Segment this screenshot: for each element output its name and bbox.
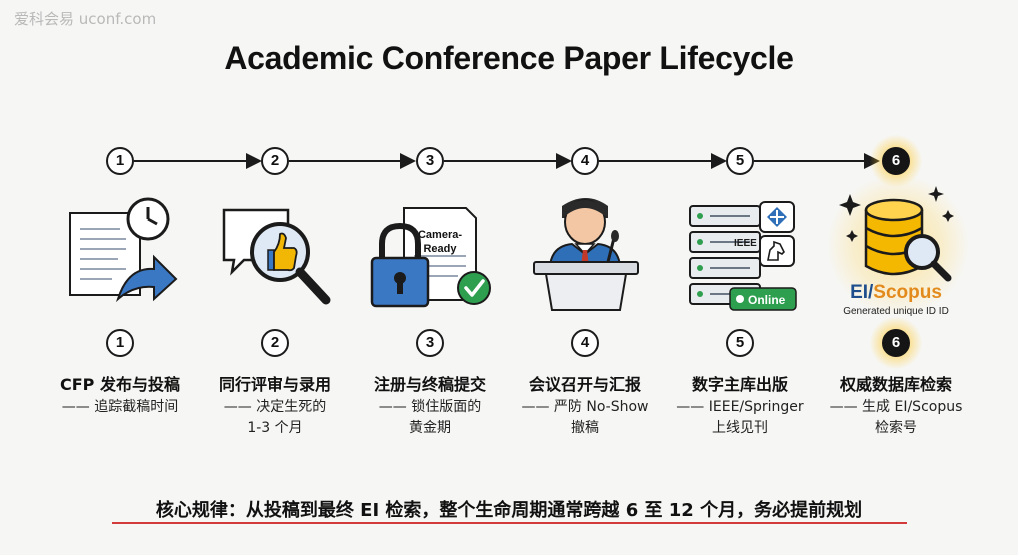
- step-1-title: CFP 发布与投稿: [60, 375, 180, 394]
- step-5-desc-line2: 上线见刊: [712, 420, 768, 436]
- step-5-title: 数字主库出版: [691, 375, 788, 394]
- step-6-marker-bottom: 6: [882, 329, 910, 357]
- step-2-desc: —— 决定生死的 1-3 个月: [190, 397, 360, 439]
- ei-logo-subtitle: Generated unique ID ID: [843, 306, 949, 317]
- step-3-desc-line1: —— 锁住版面的: [378, 399, 482, 415]
- document-clock-arrow-icon: [69, 197, 178, 303]
- step-2-desc-line1: —— 决定生死的: [223, 399, 327, 415]
- step-3-desc-line2: 黄金期: [409, 420, 451, 436]
- ei-logo-part2: Scopus: [873, 282, 942, 303]
- step-1-marker-top: 1: [106, 147, 134, 175]
- step-2-title: 同行评审与录用: [218, 375, 331, 394]
- step-3-marker-top: 3: [416, 147, 444, 175]
- online-badge-label: Online: [748, 293, 786, 307]
- step-6-desc: —— 生成 EI/Scopus 检索号: [811, 397, 981, 439]
- database-search-sparkle-icon: [839, 186, 954, 282]
- step-6-title: 权威数据库检索: [839, 375, 952, 394]
- step-6-desc-line2: 检索号: [875, 420, 917, 436]
- step-3-title: 注册与终稿提交: [373, 375, 486, 394]
- ei-logo-part1: EI/: [850, 282, 874, 303]
- camera-ready-label-1: Camera-: [418, 229, 462, 241]
- step-4-marker-top: 4: [571, 147, 599, 175]
- step-4-desc-line1: —— 严防 No-Show: [521, 399, 649, 415]
- step-5-desc: —— IEEE/Springer 上线见刊: [655, 397, 825, 439]
- step-4-desc-line2: 撤稿: [571, 420, 599, 436]
- watermark: 爱科会易 uconf.com: [14, 10, 157, 28]
- speaker-podium-icon: [533, 198, 639, 311]
- step-1-desc-line1: —— 追踪截稿时间: [61, 399, 179, 415]
- magnifier-thumbs-up-icon: [222, 208, 331, 305]
- step-4-marker-bottom: 4: [571, 329, 599, 357]
- lock-camera-ready-check-icon: Camera- Ready: [370, 207, 491, 308]
- step-5-desc-line1: —— IEEE/Springer: [676, 399, 804, 415]
- step-3-desc: —— 锁住版面的 黄金期: [345, 397, 515, 439]
- step-2-desc-line2: 1-3 个月: [247, 420, 303, 436]
- server-rack-online-icon: IEEE Online: [689, 201, 797, 311]
- step-4-desc: —— 严防 No-Show 撤稿: [500, 397, 670, 439]
- step-5-marker-bottom: 5: [726, 329, 754, 357]
- step-2-marker-bottom: 2: [261, 329, 289, 357]
- timeline-connector: [134, 153, 880, 169]
- step-3-marker-bottom: 3: [416, 329, 444, 357]
- step-5-marker-top: 5: [726, 147, 754, 175]
- camera-ready-label-2: Ready: [423, 243, 457, 255]
- step-1-desc: —— 追踪截稿时间: [35, 397, 205, 418]
- step-6-desc-line1: —— 生成 EI/Scopus: [829, 399, 963, 415]
- step-4-title: 会议召开与汇报: [528, 375, 641, 394]
- page-title: Academic Conference Paper Lifecycle: [224, 40, 794, 76]
- step-1-marker-bottom: 1: [106, 329, 134, 357]
- summary-underline: [112, 522, 907, 524]
- step-2-marker-top: 2: [261, 147, 289, 175]
- ei-scopus-logo: EI/Scopus: [836, 282, 956, 304]
- step-6-marker-top: 6: [882, 147, 910, 175]
- summary-note: 核心规律：从投稿到最终 EI 检索，整个生命周期通常跨越 6 至 12 个月，务…: [155, 500, 863, 521]
- ieee-label: IEEE: [734, 238, 757, 249]
